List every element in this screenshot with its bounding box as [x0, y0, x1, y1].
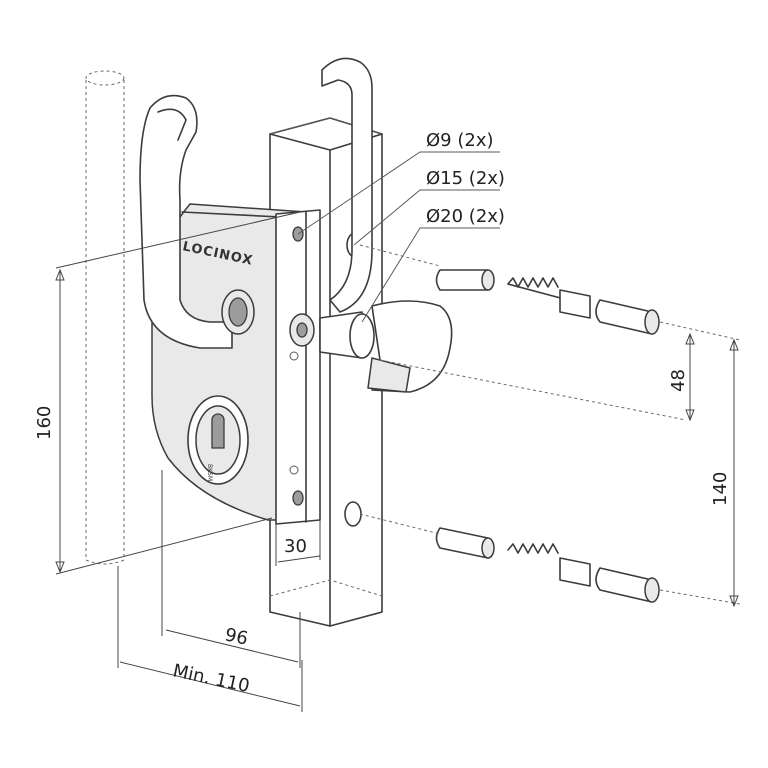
round-post: [85, 70, 125, 565]
cylinder-mark: BKSM: [206, 464, 213, 481]
callout-leaders: [297, 151, 500, 323]
bottom-fixings: [435, 527, 660, 603]
dim-96-label: 96: [223, 624, 250, 649]
axis-lines: [359, 244, 741, 605]
dimension-30: [275, 520, 321, 566]
dim-140-label: 140: [710, 472, 731, 506]
top-fixings: [435, 269, 660, 335]
dim-160-label: 160: [34, 406, 55, 440]
dimension-min-110: [117, 566, 303, 712]
front-plate: [275, 209, 321, 525]
lever-handle: [139, 94, 255, 349]
callout-hole-9: Ø9 (2x): [426, 130, 494, 151]
dimension-160: [55, 211, 301, 575]
callout-hole-15: Ø15 (2x): [426, 168, 505, 189]
dimension-140: [729, 338, 739, 608]
callout-hole-20: Ø20 (2x): [426, 206, 505, 227]
dim-30-label: 30: [284, 536, 307, 557]
dim-48-label: 48: [668, 369, 689, 392]
key-cylinder: BKSM: [187, 395, 249, 485]
latch-bolt: [319, 300, 453, 393]
dimension-48: [685, 332, 695, 422]
latch-hook: [321, 57, 373, 313]
dim-min-110-label: Min. 110: [171, 660, 251, 697]
dimension-96: [161, 470, 301, 668]
